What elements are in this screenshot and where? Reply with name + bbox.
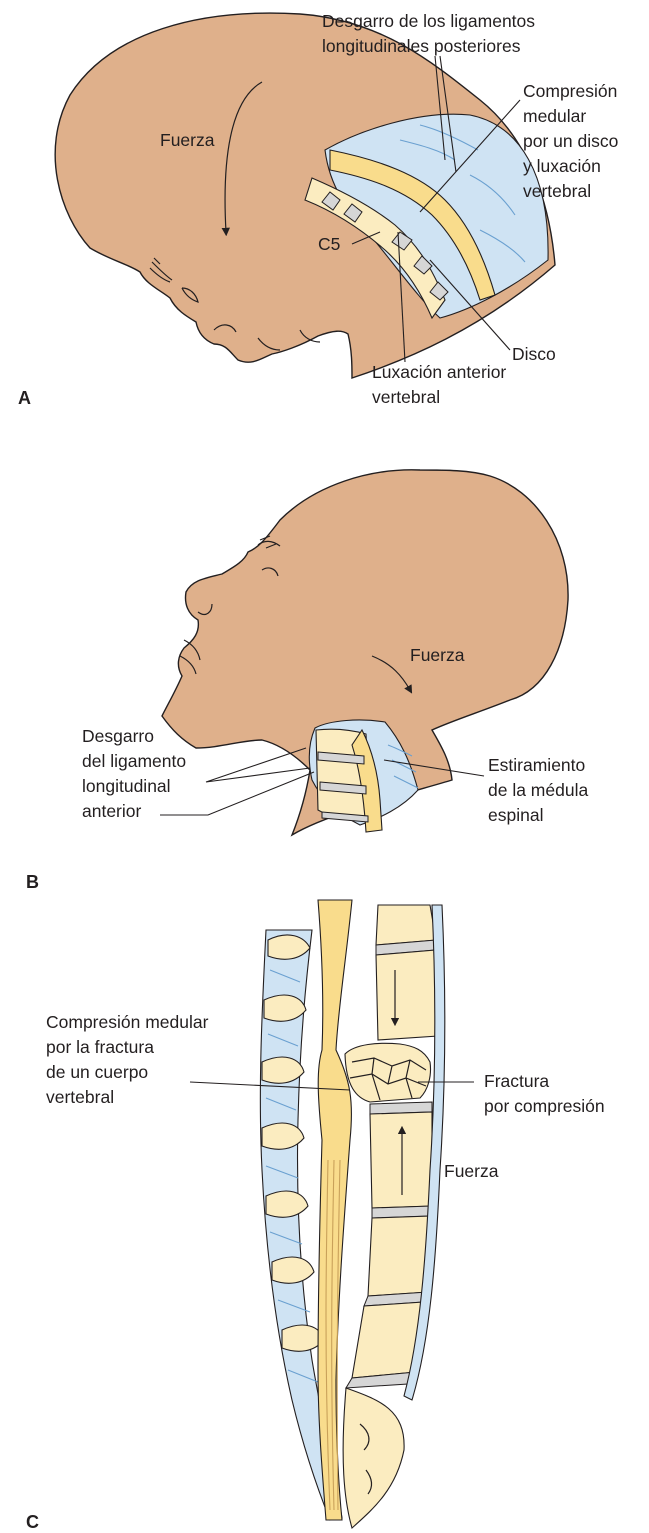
panel-a-compression-line-1: Compresión	[523, 81, 617, 101]
panel-a-dislocation-line-2: vertebral	[372, 387, 440, 407]
panel-a-compression-line-3: por un disco	[523, 131, 618, 151]
panel-b-cord-stretch-line-1: Estiramiento	[488, 755, 585, 775]
panel-a-disc-label: Disco	[512, 344, 556, 364]
panel-c-fracture-line-2: por compresión	[484, 1096, 605, 1116]
panel-b-anterior-tear-line-1: Desgarro	[82, 726, 154, 746]
panel-c-compression-line-3: de un cuerpo	[46, 1062, 148, 1082]
panel-c-illustration: Compresión medular por la fractura de un…	[26, 900, 605, 1532]
panel-a-compression-line-4: y luxación	[523, 156, 601, 176]
panel-a-posterior-tear-line-1: Desgarro de los ligamentos	[322, 11, 535, 31]
panel-c-compression-line-2: por la fractura	[46, 1037, 154, 1057]
panel-b-anterior-tear-line-4: anterior	[82, 801, 142, 821]
panel-b-force-label: Fuerza	[410, 645, 465, 665]
panel-a-posterior-tear-line-2: longitudinales posteriores	[322, 36, 521, 56]
panel-b-cord-stretch-line-2: de la médula	[488, 780, 588, 800]
panel-c-compression-line-1: Compresión medular	[46, 1012, 209, 1032]
panel-c-letter: C	[26, 1512, 39, 1532]
panel-b-anterior-tear-leader-b	[160, 772, 314, 815]
panel-c-fracture-line-1: Fractura	[484, 1071, 549, 1091]
panel-c-force-label: Fuerza	[444, 1161, 499, 1181]
panel-c-fractured-vertebra	[345, 1043, 431, 1102]
panel-b-anterior-tear-line-2: del ligamento	[82, 751, 186, 771]
panel-b-anterior-tear-line-3: longitudinal	[82, 776, 171, 796]
panel-b-cord-stretch-line-3: espinal	[488, 805, 543, 825]
panel-c-vertebral-bodies	[343, 905, 438, 1528]
panel-b-letter: B	[26, 872, 39, 892]
panel-a-illustration: Fuerza C5 Desgarro de los ligamentos lon…	[18, 11, 618, 408]
panel-b-illustration: Fuerza Desgarro del ligamento longitudin…	[26, 470, 588, 892]
panel-a-force-label: Fuerza	[160, 130, 215, 150]
panel-a-letter: A	[18, 388, 31, 408]
panel-a-compression-line-2: medular	[523, 106, 586, 126]
panel-c-compression-line-4: vertebral	[46, 1087, 114, 1107]
panel-a-dislocation-line-1: Luxación anterior	[372, 362, 506, 382]
panel-a-vertebra-label: C5	[318, 234, 340, 254]
panel-a-compression-line-5: vertebral	[523, 181, 591, 201]
